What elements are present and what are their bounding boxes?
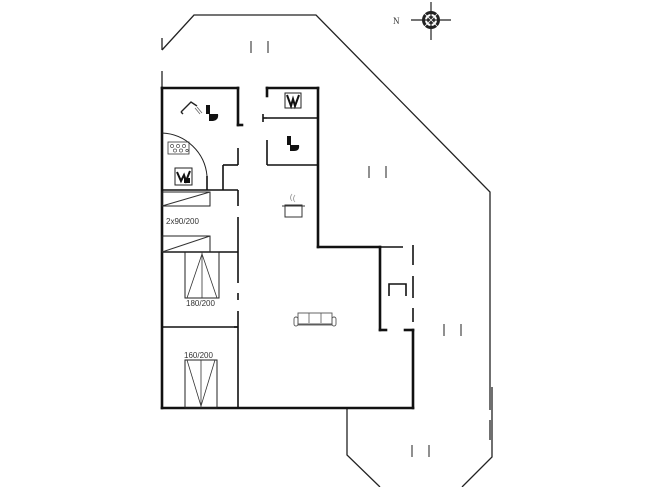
door-swing: [161, 132, 208, 177]
terrace-outline: [161, 14, 493, 487]
compass-north-label: N: [393, 16, 400, 26]
cooking-pot-icon: [282, 193, 305, 218]
sink-icon: [174, 167, 193, 186]
double-bed-icon: [184, 251, 220, 299]
compass-icon: [411, 2, 451, 40]
shower-icon: [180, 101, 203, 115]
window-markers: [250, 41, 462, 457]
double-bed-icon: [184, 359, 218, 409]
partial-walls: [380, 245, 414, 322]
bed-size-label: 2x90/200: [166, 217, 199, 226]
toilet-icon: [206, 105, 219, 121]
bed-size-label: 180/200: [186, 299, 215, 308]
sofa-icon: [293, 312, 337, 327]
washing-machine-icon: [167, 141, 190, 155]
bed-size-label: 160/200: [184, 351, 213, 360]
compass-rose: N: [393, 2, 451, 40]
toilet-icon: [287, 136, 300, 151]
sink-icon: [284, 92, 302, 110]
